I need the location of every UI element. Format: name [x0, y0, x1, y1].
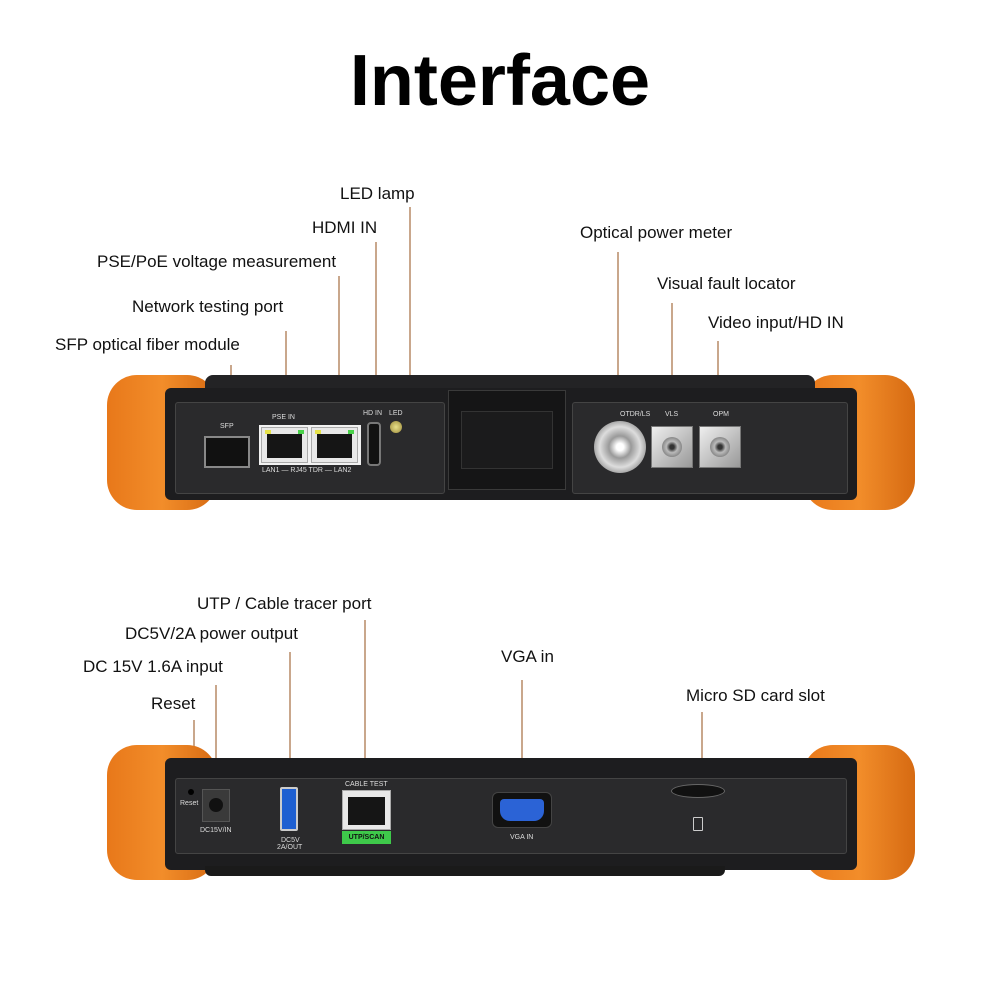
callout-line — [671, 303, 673, 397]
pse-in-label: PSE IN — [272, 414, 295, 421]
microsd-slot[interactable] — [671, 784, 725, 798]
callout-line — [717, 341, 719, 397]
dc-in-jack[interactable] — [202, 789, 230, 822]
led-lamp — [390, 421, 402, 433]
label-hdmi-in: HDMI IN — [312, 218, 378, 237]
dc5v-label: DC5V — [281, 837, 300, 844]
lan-label: LAN1 — RJ45 TDR — LAN2 — [262, 467, 352, 474]
hd-in-label: HD IN — [363, 410, 383, 417]
label-sfp: SFP optical fiber module — [55, 335, 240, 354]
sfp-port[interactable] — [204, 436, 250, 468]
label-pse-poe: PSE/PoE voltage measurement — [97, 252, 337, 271]
label-visual-fault-locator: Visual fault locator — [657, 274, 796, 293]
lan2-port[interactable] — [311, 427, 358, 463]
sfp-label: SFP — [220, 423, 234, 430]
callout-line — [409, 207, 411, 397]
opm-connector[interactable] — [699, 426, 741, 468]
utp-port[interactable] — [342, 790, 391, 830]
label-led-lamp: LED lamp — [340, 184, 415, 203]
cable-test-label: CABLE TEST — [345, 781, 388, 788]
label-dc15v: DC 15V 1.6A input — [83, 657, 223, 676]
callout-line — [289, 652, 291, 780]
vga-port[interactable] — [492, 792, 552, 828]
callout-line — [285, 331, 287, 397]
label-vga: VGA in — [501, 647, 554, 666]
label-reset: Reset — [151, 694, 196, 713]
led-label: LED — [389, 410, 403, 417]
label-optical-power-meter: Optical power meter — [580, 223, 733, 242]
callout-line — [701, 712, 703, 780]
dc15v-label: DC15V/IN — [200, 827, 232, 834]
otdr-label: OTDR/LS — [620, 411, 651, 418]
callout-line — [364, 620, 366, 780]
reset-button[interactable] — [188, 789, 194, 795]
callout-line — [521, 680, 523, 780]
otdr-connector[interactable] — [594, 421, 646, 473]
label-utp: UTP / Cable tracer port — [197, 594, 372, 613]
vga-in-label: VGA IN — [510, 834, 534, 841]
lan1-port[interactable] — [261, 427, 308, 463]
label-network-port: Network testing port — [132, 297, 284, 316]
utp-scan-badge: UTP/SCAN — [342, 831, 391, 844]
opm-label: OPM — [713, 411, 729, 418]
callout-line — [215, 685, 217, 780]
usb-port[interactable] — [280, 787, 298, 831]
label-video-input: Video input/HD IN — [708, 313, 844, 332]
vls-label: VLS — [665, 411, 679, 418]
callout-line — [375, 242, 377, 397]
page-title: Interface — [349, 41, 651, 121]
callout-line — [617, 252, 619, 397]
hdmi-port[interactable] — [367, 422, 381, 466]
vls-connector[interactable] — [651, 426, 693, 468]
sd-card-icon — [693, 817, 703, 831]
label-dc5v: DC5V/2A power output — [125, 624, 298, 643]
dc5v-out-label: 2A/OUT — [277, 844, 303, 851]
callout-line — [338, 276, 340, 397]
center-block — [448, 390, 566, 490]
reset-label: Reset — [180, 800, 199, 807]
device-bottom-lip — [205, 866, 725, 876]
label-microsd: Micro SD card slot — [686, 686, 825, 705]
